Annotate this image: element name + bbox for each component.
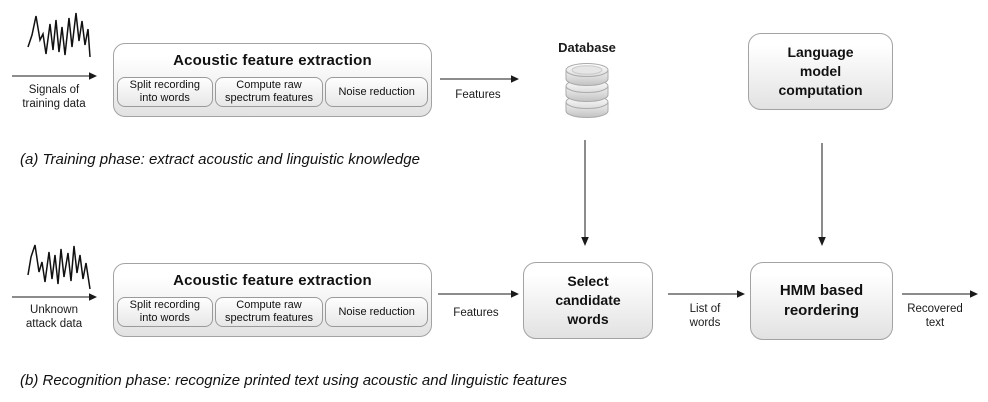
acoustic-extraction-box-recognition: Acoustic feature extraction Split record… bbox=[113, 263, 432, 337]
database-cylinder-icon bbox=[565, 63, 609, 118]
step-compute-spectrum: Compute raw spectrum features bbox=[214, 77, 324, 107]
arrow-training-input bbox=[12, 72, 97, 80]
caption-recognition-phase: (b) Recognition phase: recognize printed… bbox=[20, 372, 567, 389]
features-label-training: Features bbox=[455, 89, 501, 101]
hmm-reordering-box: HMM based reordering bbox=[750, 262, 893, 340]
arrow-features-recognition bbox=[438, 290, 519, 298]
arrow-language-down bbox=[818, 143, 826, 246]
acoustic-extraction-title: Acoustic feature extraction bbox=[173, 52, 372, 69]
recovered-text-label: Recovered text bbox=[907, 303, 963, 329]
arrow-features-training bbox=[440, 75, 519, 83]
arrow-recovered-text bbox=[902, 290, 978, 298]
list-of-words-label: List of words bbox=[689, 303, 721, 329]
waveform-icon bbox=[27, 12, 91, 58]
unknown-attack-data-label: Unknown attack data bbox=[25, 304, 83, 330]
acoustic-steps-row: Split recording into words Compute raw s… bbox=[117, 297, 428, 327]
language-model-box: Language model computation bbox=[748, 33, 893, 110]
database-label: Database bbox=[558, 40, 616, 55]
signals-of-training-data-label: Signals of training data bbox=[22, 84, 86, 110]
step-noise-reduction: Noise reduction bbox=[325, 297, 428, 327]
acoustic-extraction-box-training: Acoustic feature extraction Split record… bbox=[113, 43, 432, 117]
step-noise-reduction: Noise reduction bbox=[325, 77, 428, 107]
waveform-icon bbox=[27, 244, 91, 290]
step-split-recording: Split recording into words bbox=[117, 77, 213, 107]
arrow-list-of-words bbox=[668, 290, 745, 298]
acoustic-extraction-title: Acoustic feature extraction bbox=[173, 272, 372, 289]
features-label-recognition: Features bbox=[453, 307, 499, 319]
select-candidate-words-box: Select candidate words bbox=[523, 262, 653, 339]
acoustic-steps-row: Split recording into words Compute raw s… bbox=[117, 77, 428, 107]
arrow-database-down bbox=[581, 140, 589, 246]
step-split-recording: Split recording into words bbox=[117, 297, 213, 327]
caption-training-phase: (a) Training phase: extract acoustic and… bbox=[20, 151, 420, 168]
step-compute-spectrum: Compute raw spectrum features bbox=[214, 297, 324, 327]
